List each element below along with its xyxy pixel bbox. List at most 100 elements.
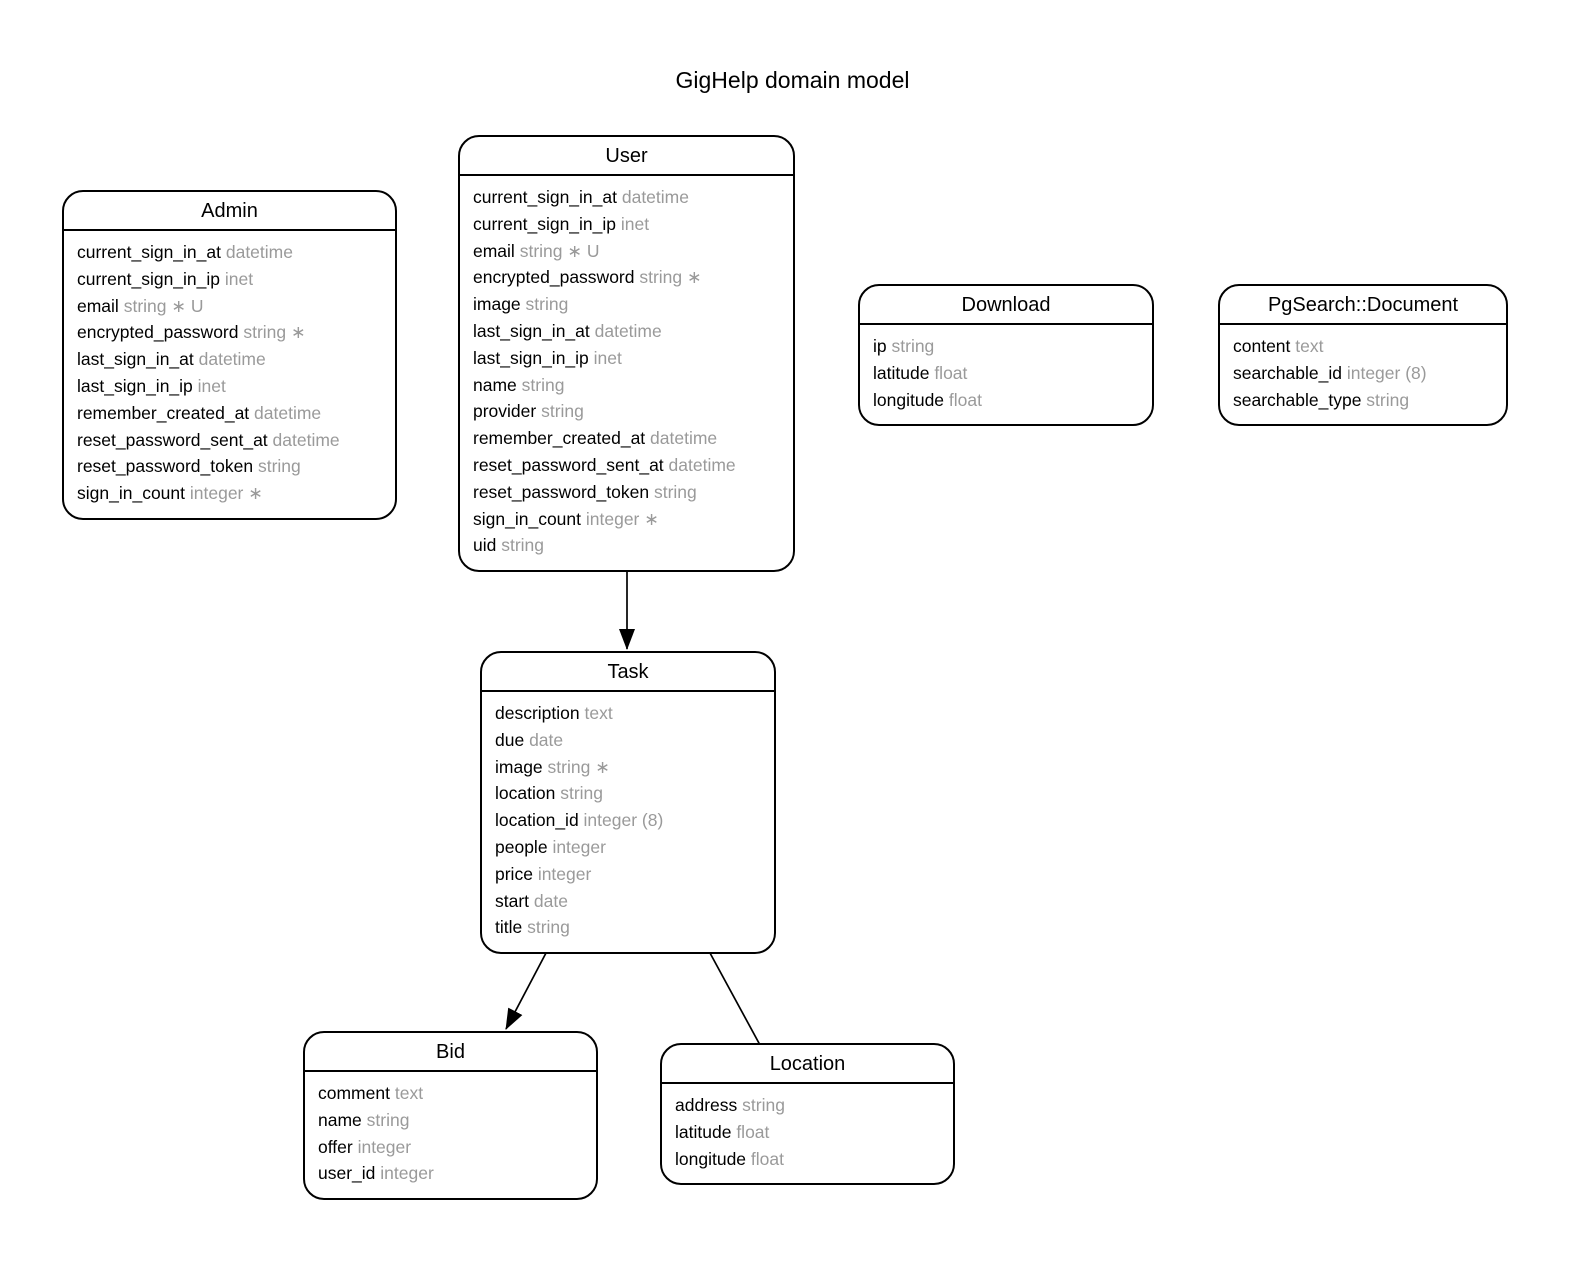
field-type: string [1366,389,1410,410]
entity-title: Task [482,653,774,692]
field-name: price [495,863,533,884]
field-name: ip [873,336,887,356]
field-row: provider string [473,398,780,425]
entity-title: Admin [64,192,395,231]
field-name: longitude [675,1148,747,1169]
field-row: reset_password_sent_at datetime [473,452,780,479]
entity-title: Download [860,286,1152,325]
field-type: datetime [272,429,340,450]
field-row: description text [495,700,761,727]
field-type: string [891,336,935,356]
field-type: integer [380,1163,434,1184]
relation-task-location [709,952,761,1046]
field-name: image [473,294,521,315]
field-name: image [495,756,543,777]
field-row: image string [473,291,780,318]
field-name: encrypted_password [77,322,239,343]
field-name: name [473,374,517,395]
field-type: inet [224,268,254,289]
field-row: name string [473,372,780,399]
field-row: email string ∗ U [77,293,382,320]
field-name: current_sign_in_ip [77,268,221,289]
field-row: last_sign_in_at datetime [77,346,382,373]
field-type: datetime [254,402,322,423]
field-type: integer ∗ [189,483,263,504]
field-row: last_sign_in_ip inet [473,345,780,372]
field-row: offer integer [318,1134,583,1161]
field-row: sign_in_count integer ∗ [77,480,382,507]
field-type: string [527,917,570,938]
field-name: people [495,836,548,857]
field-name: offer [318,1136,353,1157]
field-type: string ∗ [639,267,702,288]
field-type: float [736,1121,770,1142]
field-name: title [495,917,523,938]
field-type: integer (8) [583,810,664,831]
entity-title: PgSearch::Document [1220,286,1506,325]
entity-title: Location [662,1045,953,1084]
field-type: float [948,389,982,410]
field-name: latitude [675,1121,732,1142]
field-row: latitude float [675,1119,940,1146]
field-type: string [521,374,565,395]
field-row: title string [495,914,761,941]
field-row: location string [495,780,761,807]
field-row: longitude float [675,1146,940,1173]
field-type: string [560,783,603,804]
field-row: remember_created_at datetime [473,425,780,452]
field-name: last_sign_in_ip [77,375,193,396]
field-name: reset_password_token [77,456,254,477]
field-row: location_id integer (8) [495,807,761,834]
field-name: email [473,240,515,261]
field-type: inet [593,347,622,368]
field-type: datetime [621,187,689,207]
field-row: address string [675,1092,940,1119]
field-row: content text [1233,333,1493,360]
field-type: inet [620,213,650,234]
field-name: current_sign_in_at [77,242,221,262]
field-type: date [533,890,568,911]
field-type: string ∗ [243,322,306,343]
field-type: inet [197,375,226,396]
field-type: date [529,729,564,750]
field-type: string ∗ U [123,295,204,316]
field-row: searchable_type string [1233,387,1493,414]
field-name: remember_created_at [473,428,646,449]
field-type: datetime [668,454,736,475]
field-name: searchable_type [1233,389,1362,410]
field-row: reset_password_token string [473,479,780,506]
field-name: address [675,1095,738,1115]
field-name: latitude [873,362,930,383]
field-name: longitude [873,389,945,410]
field-name: sign_in_count [473,508,581,529]
field-type: string [257,456,301,477]
field-name: due [495,729,525,750]
field-type: integer [357,1136,412,1157]
field-name: current_sign_in_ip [473,213,617,234]
field-type: text [1295,336,1324,356]
field-row: current_sign_in_at datetime [473,184,780,211]
field-row: remember_created_at datetime [77,400,382,427]
field-row: email string ∗ U [473,238,780,265]
field-row: latitude float [873,360,1139,387]
field-type: text [394,1083,424,1103]
field-name: location [495,783,556,804]
field-name: description [495,703,580,723]
field-type: float [934,362,968,383]
field-name: sign_in_count [77,483,185,504]
field-name: location_id [495,810,579,831]
field-row: start date [495,888,761,915]
entity-title: Bid [305,1033,596,1072]
field-type: string [742,1095,785,1115]
field-type: string [653,481,697,502]
diagram-title: GigHelp domain model [675,67,910,93]
field-type: datetime [225,242,293,262]
